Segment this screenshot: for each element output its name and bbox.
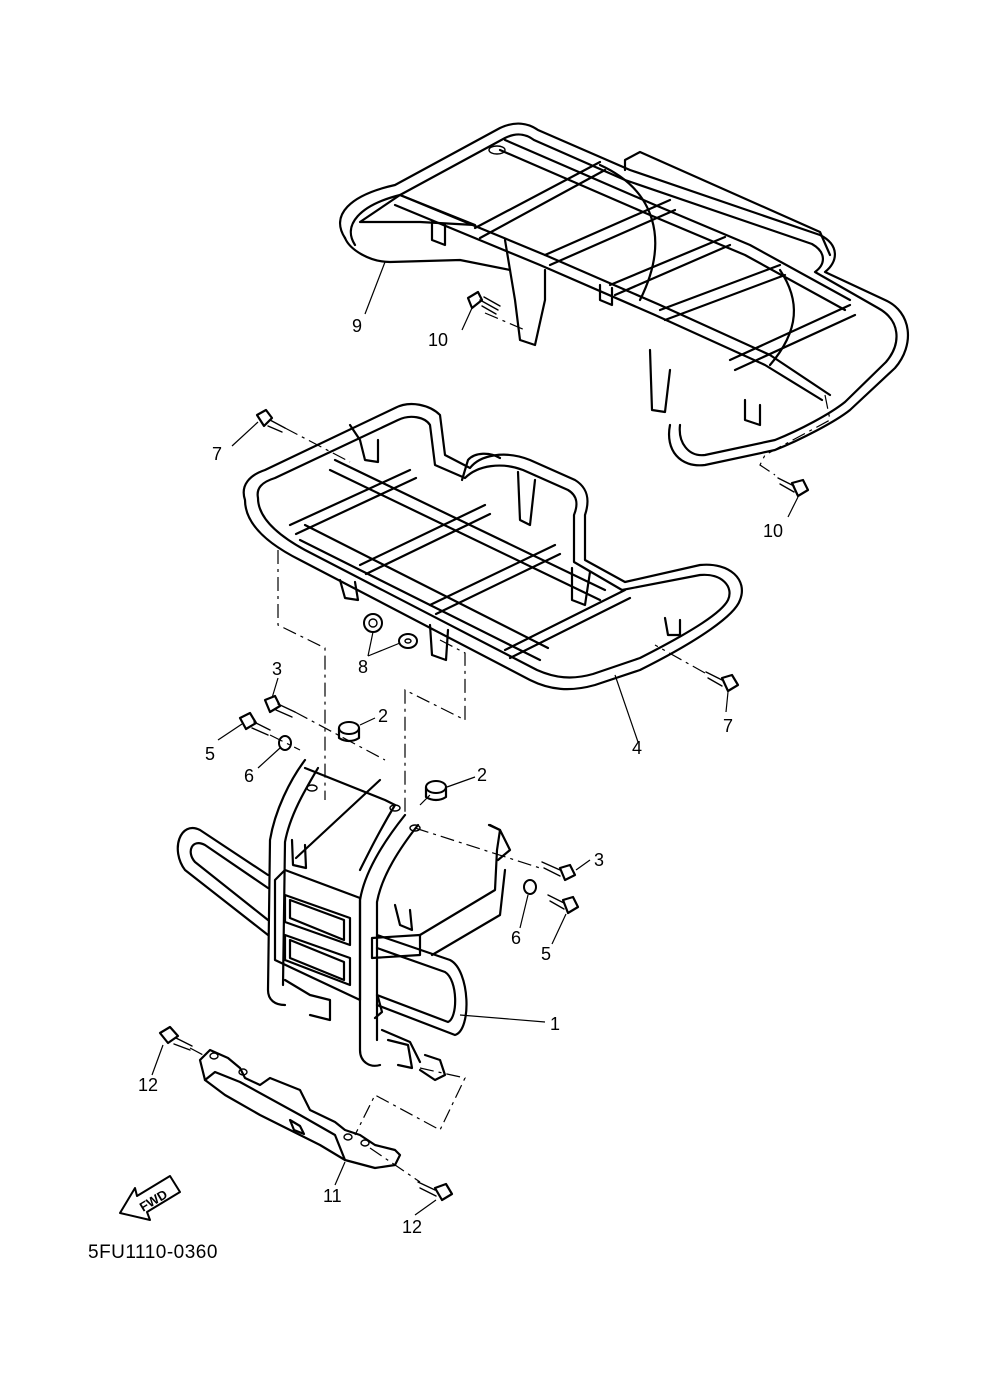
nut-part-8	[363, 613, 383, 633]
leader-lines	[151, 261, 799, 1216]
callout-2: 2	[378, 706, 388, 726]
callout-labels: 9 10 10 7 7 8 4 3 2 5 6 2 3 6 5 1 12 11 …	[138, 316, 783, 1237]
callout-7: 7	[723, 716, 733, 736]
diagram-part-code: 5FU1110-0360	[88, 1242, 218, 1263]
bolt-part-12-left	[158, 1025, 193, 1051]
front-carrier-part-4	[242, 402, 743, 691]
callout-3: 3	[272, 659, 282, 679]
callout-6: 6	[511, 928, 521, 948]
fwd-arrow-icon: FWD	[119, 1175, 181, 1221]
callout-10: 10	[763, 521, 783, 541]
callout-4: 4	[632, 738, 642, 758]
bolt-part-3-left	[263, 694, 296, 718]
callout-9: 9	[352, 316, 362, 336]
bolt-part-12-right	[417, 1181, 454, 1202]
callout-3: 3	[594, 850, 604, 870]
bolt-part-7-upper	[255, 408, 286, 433]
rear-carrier-part-9	[339, 122, 909, 467]
washer-part-6-left	[278, 735, 292, 751]
callout-2: 2	[477, 765, 487, 785]
callout-5: 5	[205, 744, 215, 764]
callout-12: 12	[138, 1075, 158, 1095]
skid-plate-part-11	[198, 1048, 402, 1170]
callout-12: 12	[402, 1217, 422, 1237]
washer-part-8	[398, 633, 418, 649]
bolt-part-10-upper	[466, 290, 501, 315]
assembly-lines	[189, 312, 831, 1183]
callout-1: 1	[550, 1014, 560, 1034]
grommet-part-2-upper	[337, 721, 361, 743]
bolt-part-10-lower	[777, 477, 810, 498]
callout-11: 11	[323, 1186, 342, 1206]
callout-6: 6	[244, 766, 254, 786]
front-guard-part-1	[176, 758, 512, 1082]
callout-7: 7	[212, 444, 222, 464]
bolt-part-3-right	[541, 861, 577, 882]
callout-8: 8	[358, 657, 368, 677]
grommet-part-2-lower	[424, 780, 448, 802]
callout-5: 5	[541, 944, 551, 964]
callout-10: 10	[428, 330, 448, 350]
washer-part-6-right	[523, 879, 537, 895]
bolt-part-5-left	[238, 711, 271, 736]
bolt-part-7-lower	[705, 671, 740, 693]
bolt-part-5-right	[547, 894, 580, 915]
